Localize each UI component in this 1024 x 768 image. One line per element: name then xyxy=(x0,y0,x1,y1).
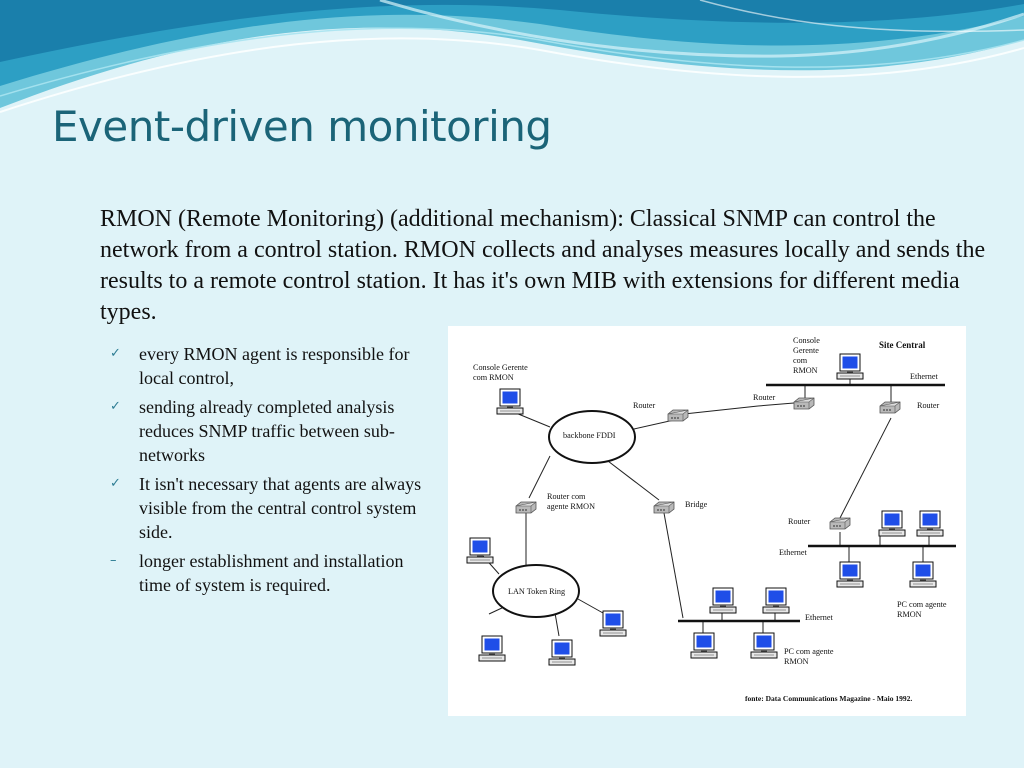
router-label: Router xyxy=(917,401,940,410)
computer-icon xyxy=(496,388,524,415)
router-icon xyxy=(829,517,851,530)
router-icon xyxy=(793,397,815,410)
bullet-text: It isn't necessary that agents are alway… xyxy=(139,474,422,542)
ethernet-label: Ethernet xyxy=(910,372,938,381)
computer-icon xyxy=(750,632,778,659)
bullet-item: ✓ It isn't necessary that agents are alwa… xyxy=(108,472,426,544)
computer-icon xyxy=(909,561,937,588)
router-icon xyxy=(667,409,689,422)
bullet-item: – longer establishment and installation t… xyxy=(108,549,426,597)
router-label: Router xyxy=(788,517,811,526)
pc-agent-label: PC com agente xyxy=(784,647,834,656)
router-agent-label: agente RMON xyxy=(547,502,595,511)
token-ring-label: LAN Token Ring xyxy=(508,587,565,596)
console-gerente-label: RMON xyxy=(793,366,818,375)
bridge-label: Bridge xyxy=(685,500,708,509)
header-wave-decoration xyxy=(0,0,1024,113)
bullet-text: longer establishment and installation ti… xyxy=(139,551,404,595)
check-icon: ✓ xyxy=(110,476,121,491)
computer-icon xyxy=(916,510,944,537)
console-gerente-label: Console xyxy=(793,336,820,345)
computer-icon xyxy=(709,587,737,614)
token-ring xyxy=(492,564,580,618)
source-caption: fonte: Data Communications Magazine - Ma… xyxy=(745,694,912,703)
computer-icon xyxy=(548,639,576,666)
intro-paragraph: RMON (Remote Monitoring) (additional mec… xyxy=(100,206,986,325)
bullet-text: every RMON agent is responsible for loca… xyxy=(139,344,410,388)
bullet-item: ✓ every RMON agent is responsible for loc… xyxy=(108,342,426,390)
check-icon: ✓ xyxy=(110,399,121,414)
router-agent-label: Router com xyxy=(547,492,586,501)
network-diagram: Console Gerente com RMON Console Gerente… xyxy=(448,326,966,716)
computer-icon xyxy=(762,587,790,614)
backbone-label: backbone FDDI xyxy=(563,431,616,440)
pc-agent-label: RMON xyxy=(784,657,809,666)
router-agent-icon xyxy=(515,501,537,514)
bullet-item: ✓ sending already completed analysis redu… xyxy=(108,395,426,467)
router-label: Router xyxy=(753,393,776,402)
bridge-icon xyxy=(653,501,675,514)
computer-icon xyxy=(836,561,864,588)
dash-icon: – xyxy=(110,553,117,568)
pc-agent-label: RMON xyxy=(897,610,922,619)
computer-icon xyxy=(690,632,718,659)
computer-icon xyxy=(836,353,864,380)
pc-agent-label: PC com agente xyxy=(897,600,947,609)
console-gerente-label: com xyxy=(793,356,808,365)
ethernet-label: Ethernet xyxy=(805,613,833,622)
slide-title: Event-driven monitoring xyxy=(52,102,552,151)
check-icon: ✓ xyxy=(110,346,121,361)
ethernet-label: Ethernet xyxy=(779,548,807,557)
console-gerente-label: Console Gerente xyxy=(473,363,528,372)
bullet-text: sending already completed analysis reduc… xyxy=(139,397,395,465)
console-gerente-label: com RMON xyxy=(473,373,514,382)
computer-icon xyxy=(878,510,906,537)
router-icon xyxy=(879,401,901,414)
computer-icon xyxy=(466,537,494,564)
computer-icon xyxy=(599,610,627,637)
console-gerente-label: Gerente xyxy=(793,346,819,355)
bullet-list: ✓ every RMON agent is responsible for loc… xyxy=(108,342,426,602)
computer-icon xyxy=(478,635,506,662)
ethernet-buses xyxy=(678,383,956,623)
site-central-label: Site Central xyxy=(879,340,926,350)
fddi-ring xyxy=(548,410,636,464)
router-label: Router xyxy=(633,401,656,410)
